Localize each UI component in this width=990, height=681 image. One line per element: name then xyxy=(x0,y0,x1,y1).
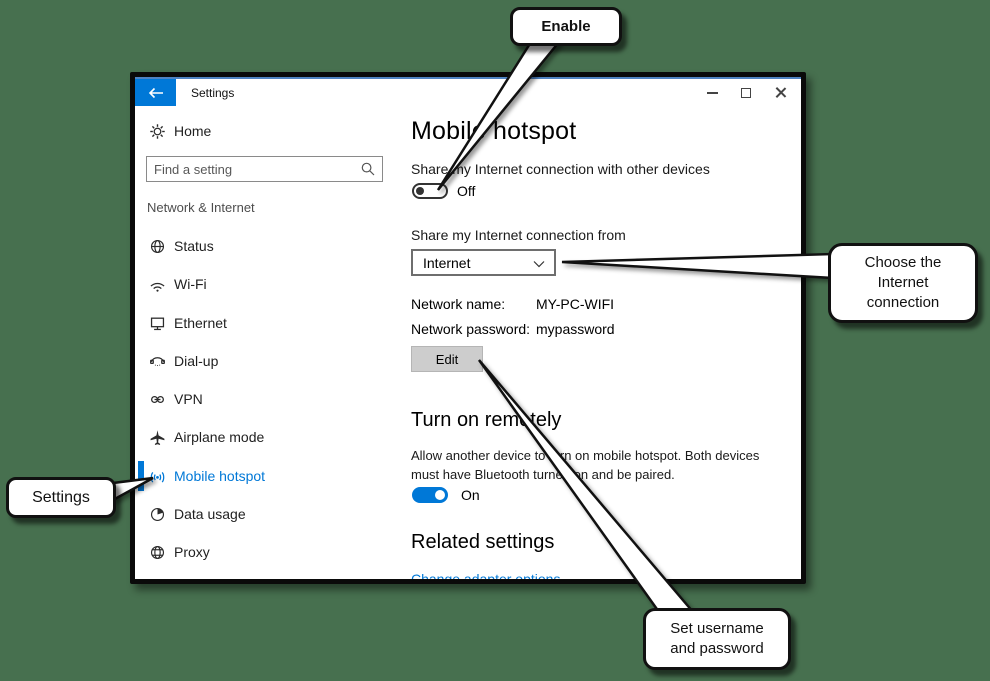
sidebar-item-label: Wi-Fi xyxy=(174,276,207,292)
sidebar-item-mobile-hotspot[interactable]: Mobile hotspot xyxy=(135,461,401,491)
globe-icon xyxy=(149,544,166,561)
sidebar-item-ethernet[interactable]: Ethernet xyxy=(135,308,401,338)
sidebar-item-label: Status xyxy=(174,238,214,254)
link-rings-icon xyxy=(149,391,166,408)
set-username-callout: Set username and password xyxy=(643,608,791,670)
selected-indicator xyxy=(138,461,144,491)
sidebar-item-airplane-mode[interactable]: Airplane mode xyxy=(135,422,401,452)
wifi-icon xyxy=(149,276,166,293)
search-icon xyxy=(360,161,376,177)
network-name-value: MY-PC-WIFI xyxy=(536,296,615,312)
toggle-knob xyxy=(416,187,424,195)
sidebar-item-home[interactable]: Home xyxy=(135,116,401,146)
pie-chart-icon xyxy=(149,506,166,523)
close-button[interactable] xyxy=(763,79,797,106)
sidebar-item-label: Dial-up xyxy=(174,353,219,369)
sidebar-section-header: Network & Internet xyxy=(147,200,255,215)
window-controls xyxy=(695,79,797,106)
choose-internet-callout-text: Choose the Internet connection xyxy=(864,254,942,311)
connection-dropdown[interactable]: Internet xyxy=(411,249,556,276)
sidebar-item-wifi[interactable]: Wi-Fi xyxy=(135,269,401,299)
settings-callout-text: Settings xyxy=(32,488,90,506)
hotspot-waves-icon xyxy=(149,468,166,485)
search-box xyxy=(146,156,383,182)
sidebar-item-vpn[interactable]: VPN xyxy=(135,384,401,414)
sidebar-item-label: VPN xyxy=(174,391,203,407)
sidebar-item-label: Airplane mode xyxy=(174,429,265,445)
sidebar-item-label: Home xyxy=(174,123,212,139)
set-username-callout-text: Set username and password xyxy=(670,620,764,657)
sidebar-item-data-usage[interactable]: Data usage xyxy=(135,499,401,529)
sidebar-item-label: Proxy xyxy=(174,544,210,560)
search-input[interactable] xyxy=(154,157,354,181)
share-connection-label: Share my Internet connection with other … xyxy=(411,161,710,177)
back-button[interactable] xyxy=(135,79,176,106)
sidebar-item-label: Mobile hotspot xyxy=(174,468,266,484)
edit-button[interactable]: Edit xyxy=(411,346,483,372)
network-name-label: Network name: xyxy=(411,296,506,312)
remote-toggle-state: On xyxy=(461,487,480,503)
turn-on-remotely-title: Turn on remotely xyxy=(411,409,562,431)
toggle-knob xyxy=(435,490,445,500)
share-toggle-state: Off xyxy=(457,183,476,199)
close-icon xyxy=(774,86,787,99)
connection-dropdown-value: Internet xyxy=(423,255,471,271)
network-password-label: Network password: xyxy=(411,321,531,337)
globe-network-icon xyxy=(149,238,166,255)
maximize-button[interactable] xyxy=(729,79,763,106)
maximize-icon xyxy=(741,87,751,98)
airplane-icon xyxy=(149,429,166,446)
enable-callout-text: Enable xyxy=(541,18,591,35)
back-arrow-icon xyxy=(148,87,163,98)
chevron-down-icon xyxy=(533,260,545,268)
network-password-value: mypassword xyxy=(536,321,615,337)
sidebar-item-label: Data usage xyxy=(174,506,246,522)
gear-icon xyxy=(149,123,166,140)
related-settings-title: Related settings xyxy=(411,531,555,553)
page-title: Mobile hotspot xyxy=(411,117,577,145)
settings-window-body: Settings xyxy=(135,77,801,579)
share-toggle[interactable] xyxy=(412,183,448,199)
minimize-icon xyxy=(706,91,718,94)
phone-icon xyxy=(149,353,166,370)
minimize-button[interactable] xyxy=(695,79,729,106)
sidebar-item-dialup[interactable]: Dial-up xyxy=(135,346,401,376)
window-title: Settings xyxy=(191,86,235,100)
settings-window: Settings xyxy=(130,72,806,584)
choose-internet-callout: Choose the Internet connection xyxy=(828,243,978,323)
enable-callout: Enable xyxy=(510,7,622,46)
change-adapter-options-link[interactable]: Change adapter options xyxy=(411,571,561,579)
sidebar-item-proxy[interactable]: Proxy xyxy=(135,537,401,567)
remote-description: Allow another device to turn on mobile h… xyxy=(411,448,760,482)
sidebar-item-label: Ethernet xyxy=(174,315,227,331)
sidebar-item-status[interactable]: Status xyxy=(135,231,401,261)
settings-callout: Settings xyxy=(6,477,116,518)
monitor-icon xyxy=(149,315,166,332)
share-from-label: Share my Internet connection from xyxy=(411,227,626,243)
remote-toggle[interactable] xyxy=(412,487,448,503)
